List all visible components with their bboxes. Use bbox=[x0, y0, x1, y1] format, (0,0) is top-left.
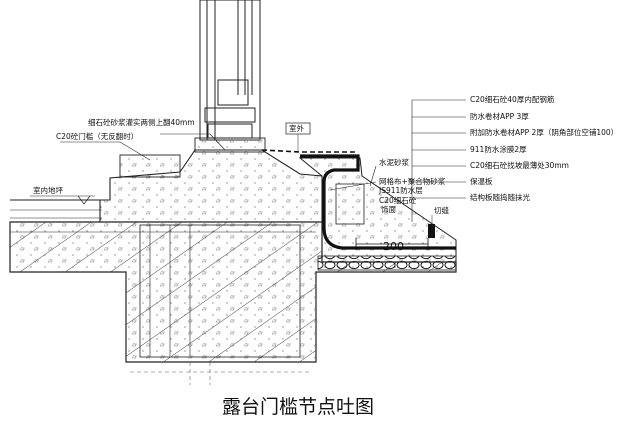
label-insulation: 保温板 bbox=[470, 176, 493, 186]
label-additional-membrane: 附加防水卷材APP 2厚（阴角部位空铺100） bbox=[470, 127, 618, 137]
right-annotations: C20细石砼40厚内配钢筋 防水卷材APP 3厚 附加防水卷材APP 2厚（阴角… bbox=[470, 94, 618, 202]
door-frame bbox=[199, 0, 261, 141]
indoor-floor-edge bbox=[10, 199, 102, 219]
label-slope-concrete: C20细石砼找坡最薄处30mm bbox=[470, 160, 569, 170]
leaders-right bbox=[329, 99, 466, 222]
dashed-guides bbox=[130, 362, 310, 385]
label-fine-stone-mortar: 细石砼砂浆灌实两侧上翻40mm bbox=[88, 117, 195, 127]
dimension-200: 200 bbox=[355, 238, 429, 253]
label-mortar: 水泥砂浆 bbox=[379, 157, 409, 167]
label-door-sill: C20砼门槛（无反翻时） bbox=[56, 131, 138, 141]
label-finish: 饰面 bbox=[381, 204, 396, 214]
left-annotations: 细石砼砂浆灌实两侧上翻40mm C20砼门槛（无反翻时） 室内地坪 bbox=[33, 117, 195, 205]
outdoor-layers bbox=[261, 149, 457, 271]
label-membrane-app3: 防水卷材APP 3厚 bbox=[470, 111, 529, 121]
outdoor-text: 室外 bbox=[289, 123, 304, 133]
label-c20-fine-stone: C20细石砼40厚内配钢筋 bbox=[470, 94, 555, 104]
label-mesh: 网格布+聚合物砂浆 bbox=[379, 176, 446, 186]
label-structural-slab: 结构板随捣随抹光 bbox=[470, 192, 530, 202]
label-indoor-floor: 室内地坪 bbox=[33, 185, 63, 195]
level-marker-icon bbox=[77, 195, 91, 205]
drawing-title: 露台门槛节点吐图 bbox=[222, 396, 374, 418]
leaders-left bbox=[30, 133, 226, 197]
label-911-coating: 911防水涂膜2厚 bbox=[470, 144, 527, 154]
outdoor-marker: 室外 bbox=[285, 122, 311, 152]
middle-annotations: 水泥砂浆 网格布+聚合物砂浆 JS911防水层 C20细石砼 饰面 切缝 bbox=[378, 157, 449, 226]
label-js911: JS911防水层 bbox=[378, 185, 423, 195]
dimension-label: 200 bbox=[383, 240, 404, 253]
door-sill bbox=[99, 137, 323, 223]
label-c20: C20细石砼 bbox=[379, 195, 417, 205]
label-cut-joint: 切缝 bbox=[434, 205, 449, 215]
